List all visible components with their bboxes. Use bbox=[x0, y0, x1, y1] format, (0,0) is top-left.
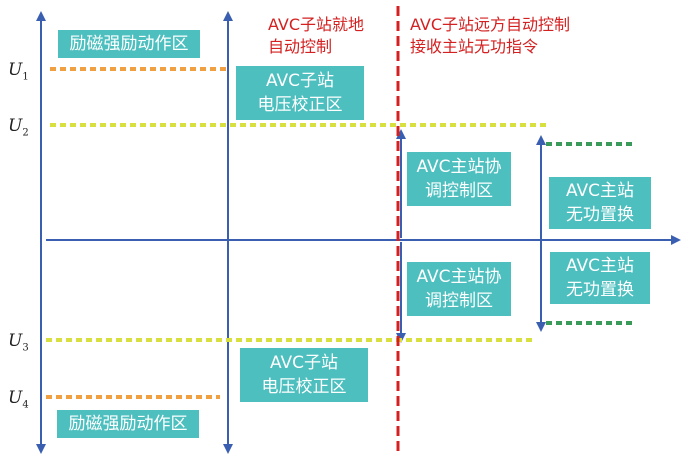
u1-label: U1 bbox=[8, 60, 29, 83]
u2-label: U2 bbox=[8, 116, 29, 139]
u4-label: U4 bbox=[8, 388, 29, 411]
remote-control-header: AVC子站远方自动控制接收主站无功指令 bbox=[410, 15, 571, 56]
excitation-zone-top: 励磁强励动作区 bbox=[58, 30, 200, 58]
reactive-zone-bottom: AVC主站无功置换 bbox=[550, 252, 650, 304]
master-zone-top: AVC主站协调控制区 bbox=[407, 152, 511, 206]
u3-label: U3 bbox=[8, 331, 29, 354]
master-zone-bottom: AVC主站协调控制区 bbox=[407, 262, 511, 316]
local-control-header: AVC子站就地自动控制 bbox=[268, 15, 365, 56]
excitation-zone-bottom: 励磁强励动作区 bbox=[57, 410, 199, 438]
substation-zone-bottom: AVC子站电压校正区 bbox=[240, 348, 368, 402]
reactive-zone-top: AVC主站无功置换 bbox=[549, 177, 651, 229]
substation-zone-top: AVC子站电压校正区 bbox=[236, 66, 364, 120]
